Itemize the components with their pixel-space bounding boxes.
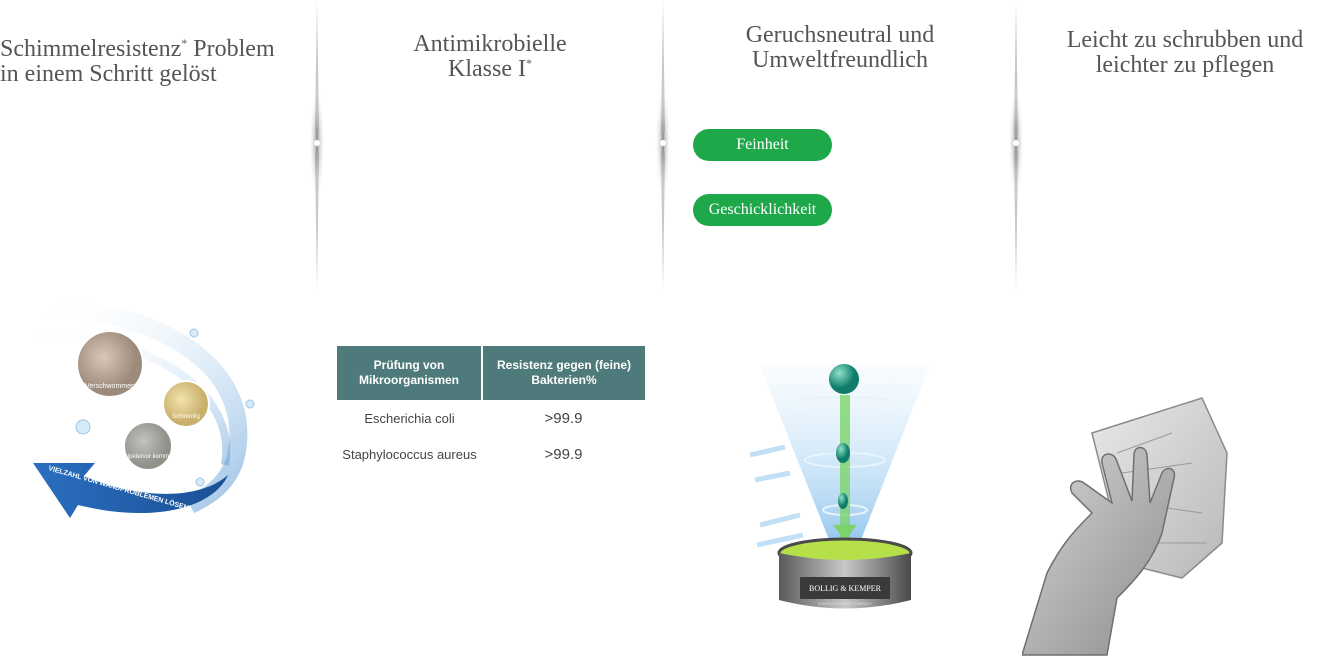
- blurry-label: Verschwommen: [85, 383, 135, 390]
- feature-odorless: Geruchsneutral und Umweltfreundlich: [680, 0, 1000, 655]
- glove-cloth-illustration: [1022, 397, 1228, 656]
- title-line: Schimmelresistenz: [0, 36, 182, 62]
- bubble-icon: [195, 477, 205, 487]
- saltpeter-wall-circle: [123, 421, 173, 471]
- feature-scrubbable: Leicht zu schrubben und leichter zu pfle…: [1030, 0, 1333, 655]
- bubble-icon: [75, 419, 91, 435]
- title-line: in einem Schritt gelöst: [0, 61, 217, 87]
- paint-drop-icon: [829, 364, 859, 394]
- paint-funnel-illustration: BOLLIG & KEMPER A WISDOM PAINT COMPANY: [749, 364, 930, 609]
- can-brand: BOLLIG & KEMPER: [809, 584, 882, 593]
- feature-title: Leicht zu schrubben und leichter zu pfle…: [1030, 28, 1333, 78]
- header-resistance: Resistenz gegen (feine) Bakterien%: [482, 346, 645, 400]
- title-line: Leicht zu schrubben und: [1066, 27, 1304, 53]
- divider-sparkle: [1008, 0, 1024, 290]
- moldy-label: Schimmlig: [172, 414, 200, 420]
- table-row: Staphylococcus aureus >99.9: [337, 436, 645, 472]
- title-line: Geruchsneutral und: [745, 22, 935, 48]
- arrow-icon: [33, 463, 228, 518]
- saltpeter-label: Salpetervor kommen: [120, 454, 175, 460]
- title-line: Klasse I: [448, 56, 526, 82]
- value-cell: >99.9: [544, 445, 583, 463]
- feature-title: Schimmelresistenz* Problem in einem Schr…: [0, 37, 300, 87]
- organism-cell: Escherichia coli: [364, 410, 455, 426]
- divider-sparkle: [655, 0, 671, 290]
- pill-dexterity[interactable]: Geschicklichkeit: [693, 194, 832, 226]
- title-line: Antimikrobielle: [413, 31, 567, 57]
- moldy-wall-circle: [162, 380, 210, 428]
- microorganism-table: Prüfung von Mikroorganismen Resistenz ge…: [337, 346, 645, 472]
- feature-title: Antimikrobielle Klasse I*: [330, 32, 650, 82]
- feature-antimicrobial: Antimikrobielle Klasse I*: [330, 0, 650, 655]
- organism-cell: Staphylococcus aureus: [342, 446, 477, 462]
- pill-fineness[interactable]: Feinheit: [693, 129, 832, 161]
- divider-sparkle: [309, 0, 325, 290]
- blurry-wall-circle: [76, 330, 144, 398]
- value-cell: >99.9: [544, 409, 583, 427]
- header-organism: Prüfung von Mikroorganismen: [337, 346, 483, 400]
- title-sup: *: [181, 36, 188, 50]
- title-line: leichter zu pflegen: [1095, 52, 1275, 78]
- title-sup: *: [525, 56, 532, 70]
- table-row: Escherichia coli >99.9: [337, 400, 645, 436]
- can-tagline: A WISDOM PAINT COMPANY: [818, 601, 872, 606]
- feature-mold-resistance: Schimmelresistenz* Problem in einem Schr…: [0, 0, 315, 655]
- title-line: Problem: [187, 36, 275, 62]
- bubble-icon: [245, 399, 255, 409]
- bubble-icon: [189, 328, 199, 338]
- feature-title: Geruchsneutral und Umweltfreundlich: [680, 23, 1000, 73]
- wall-problems-illustration: Verschwommen Schimmlig Salpetervor komme…: [0, 300, 255, 518]
- title-line: Umweltfreundlich: [752, 47, 928, 73]
- table-header-row: Prüfung von Mikroorganismen Resistenz ge…: [337, 346, 645, 400]
